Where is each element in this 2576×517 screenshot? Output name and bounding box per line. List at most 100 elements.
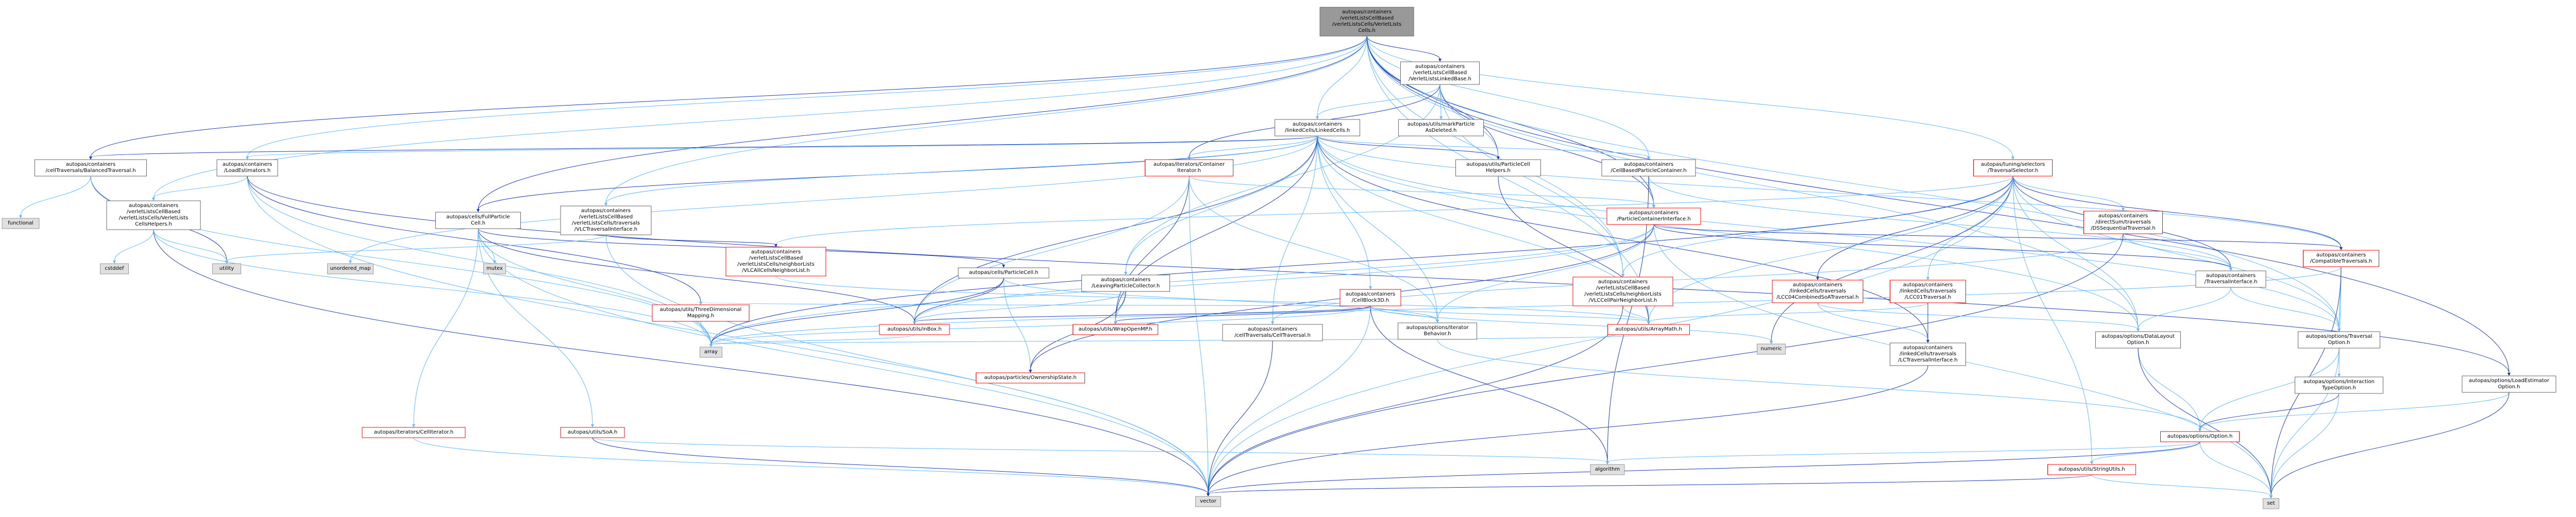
edge-root-to-vlctrav: [605, 36, 1367, 204]
edge-strutils-to-vector: [1208, 474, 2092, 494]
node-travint[interactable]: autopas/containers/TraversalInterface.h: [2195, 270, 2266, 288]
node-label-vlctrav-3: /VLCTraversalInterface.h: [574, 227, 637, 232]
node-box-soa: [560, 427, 625, 438]
node-lc[interactable]: autopas/containers/linkedCells/LinkedCel…: [1275, 119, 1360, 136]
arrowhead-cbpc-to-pci: [1652, 205, 1655, 208]
node-box-cellblock: [1340, 289, 1401, 306]
node-pcell[interactable]: autopas/cells/ParticleCell.h: [958, 267, 1049, 279]
node-label-pch-1: Helpers.h: [1486, 168, 1511, 174]
arrowhead-travint-to-datalayout: [2137, 329, 2140, 332]
node-label-travint-1: /TraversalInterface.h: [2205, 279, 2258, 285]
edge-vlcneigh-to-arraymath: [1622, 305, 1649, 322]
node-label-cbtrav-1: /cellTraversals/BalancedTraversal.h: [45, 168, 135, 174]
node-set: set: [2263, 498, 2279, 509]
node-celltrav[interactable]: autopas/containers/cellTraversals/CellTr…: [1222, 324, 1323, 341]
node-cbtrav[interactable]: autopas/containers/cellTraversals/Balanc…: [35, 159, 147, 177]
edge-cbpc-to-travint: [1648, 176, 2231, 269]
node-label-leaving-1: /LeavingParticleCollector.h: [1092, 283, 1160, 289]
arrowhead-cellblock-to-numeric: [1770, 341, 1773, 344]
edge-celliter-to-vector: [413, 437, 1209, 494]
arrowhead-ts-to-dstrav: [2122, 208, 2125, 211]
node-label-lcc01-2: /LCC01Traversal.h: [1905, 295, 1951, 300]
edge-root-to-leopt: [1366, 36, 2510, 374]
node-label-vlcl-0: autopas/containers: [1415, 64, 1465, 70]
node-lctrav[interactable]: autopas/containers/linkedCells/traversal…: [1890, 342, 1966, 366]
arrowhead-pci-to-compat: [2340, 247, 2343, 250]
edge-root-to-cbtrav: [90, 36, 1367, 158]
node-label-leopt-1: Option.h: [2498, 384, 2520, 390]
node-label-algorithm-0: algorithm: [1595, 467, 1620, 472]
edge-arraymath-to-array: [710, 334, 1649, 345]
node-label-cellblock-1: /CellBlock3D.h: [1352, 298, 1389, 303]
node-leaving[interactable]: autopas/containers/LeavingParticleCollec…: [1081, 274, 1170, 292]
node-box-cstddef: [100, 263, 129, 274]
node-box-numeric: [1757, 343, 1786, 355]
node-cbpc[interactable]: autopas/containers/CellBasedParticleCont…: [1601, 159, 1696, 177]
node-vlctrav[interactable]: autopas/containers/verletListsCellBased/…: [560, 205, 652, 235]
arrowhead-fullpc-to-celliter: [412, 424, 415, 427]
node-cellblock[interactable]: autopas/containers/CellBlock3D.h: [1340, 289, 1401, 306]
arrowhead-vlchelp-to-cstddef: [113, 261, 116, 264]
node-compat[interactable]: autopas/containers/CompatibleTraversals.…: [2303, 250, 2379, 267]
node-label-travopt-0: autopas/options/Traversal: [2306, 334, 2372, 339]
edge-vlctrav-to-vector: [605, 234, 1209, 494]
edge-root-to-lc: [1317, 36, 1367, 117]
node-label-vlcall-3: /VLCAllCellsNeighborList.h: [742, 268, 810, 273]
node-label-itcont-1: Iterator.h: [1177, 168, 1201, 174]
arrowhead-cbtrav-to-functional: [19, 215, 22, 218]
node-box-vector: [1195, 496, 1221, 507]
arrowhead-dstrav-to-celltrav: [1271, 321, 1274, 324]
node-arraymath[interactable]: autopas/utils/ArrayMath.h: [1607, 324, 1690, 335]
node-algorithm: algorithm: [1590, 464, 1625, 475]
node-label-pcell-0: autopas/cells/ParticleCell.h: [969, 270, 1039, 275]
arrowhead-strutils-to-set: [2269, 495, 2273, 498]
node-dstrav[interactable]: autopas/containers/directSum/traversals/…: [2083, 211, 2163, 234]
node-box-vlcneigh: [1572, 277, 1673, 306]
edge-lc-to-umap: [350, 135, 1318, 262]
edge-cellblock-to-algorithm: [1370, 305, 1608, 462]
node-lcc01[interactable]: autopas/containers/linkedCells/traversal…: [1890, 280, 1966, 303]
edge-interopt-to-option: [2199, 393, 2340, 429]
node-vlcall[interactable]: autopas/containers/verletListsCellBased/…: [725, 247, 826, 277]
node-inbox[interactable]: autopas/utils/inBox.h: [879, 324, 950, 335]
node-box-functional: [2, 218, 40, 229]
edge-soa-to-algorithm: [592, 437, 1608, 462]
node-ts[interactable]: autopas/tuning/selectors/TraversalSelect…: [1973, 159, 2053, 177]
node-label-lccomb-1: /linkedCells/traversals: [1789, 288, 1846, 294]
edge-itcont-to-itbeh: [1189, 176, 1438, 321]
node-root[interactable]: autopas/containers/verletListsCellBased/…: [1319, 7, 1414, 37]
edge-soa-to-vector: [592, 437, 1209, 494]
node-label-vlctrav-0: autopas/containers: [581, 208, 631, 214]
node-label-dstrav-2: /DSSequentialTraversal.h: [2091, 226, 2155, 231]
node-box-utd: [652, 304, 750, 322]
node-vlchelp[interactable]: autopas/containers/verletListsCellBased/…: [106, 200, 201, 230]
node-ownerstate[interactable]: autopas/particles/OwnershipState.h: [976, 372, 1085, 384]
arrowhead-option-to-strutils: [2090, 461, 2093, 464]
node-celliter[interactable]: autopas/iterators/CellIterator.h: [362, 427, 466, 438]
node-wrapomp[interactable]: autopas/utils/WrapOpenMP.h: [1073, 324, 1158, 335]
edge-vlchelp-to-vector: [153, 229, 1209, 494]
node-label-cbtrav-0: autopas/containers: [66, 162, 115, 167]
node-soa[interactable]: autopas/utils/SoA.h: [560, 427, 625, 438]
node-le[interactable]: autopas/containers/LoadEstimators.h: [216, 159, 278, 177]
node-vlcl[interactable]: autopas/containers/verletListsCellBased/…: [1400, 61, 1480, 85]
node-vlcneigh[interactable]: autopas/containers/verletListsCellBased/…: [1572, 277, 1673, 306]
node-umap: unordered_map: [327, 263, 374, 274]
node-label-lctrav-0: autopas/containers: [1903, 345, 1953, 351]
node-option[interactable]: autopas/options/Option.h: [2160, 431, 2240, 442]
edge-option-to-strutils: [2091, 441, 2200, 462]
node-lccomb[interactable]: autopas/containers/linkedCells/traversal…: [1772, 280, 1863, 303]
node-strutils[interactable]: autopas/utils/StringUtils.h: [2047, 464, 2136, 475]
node-pci[interactable]: autopas/containers/ParticleContainerInte…: [1606, 208, 1701, 225]
edge-root-to-fullpc: [478, 36, 1367, 210]
